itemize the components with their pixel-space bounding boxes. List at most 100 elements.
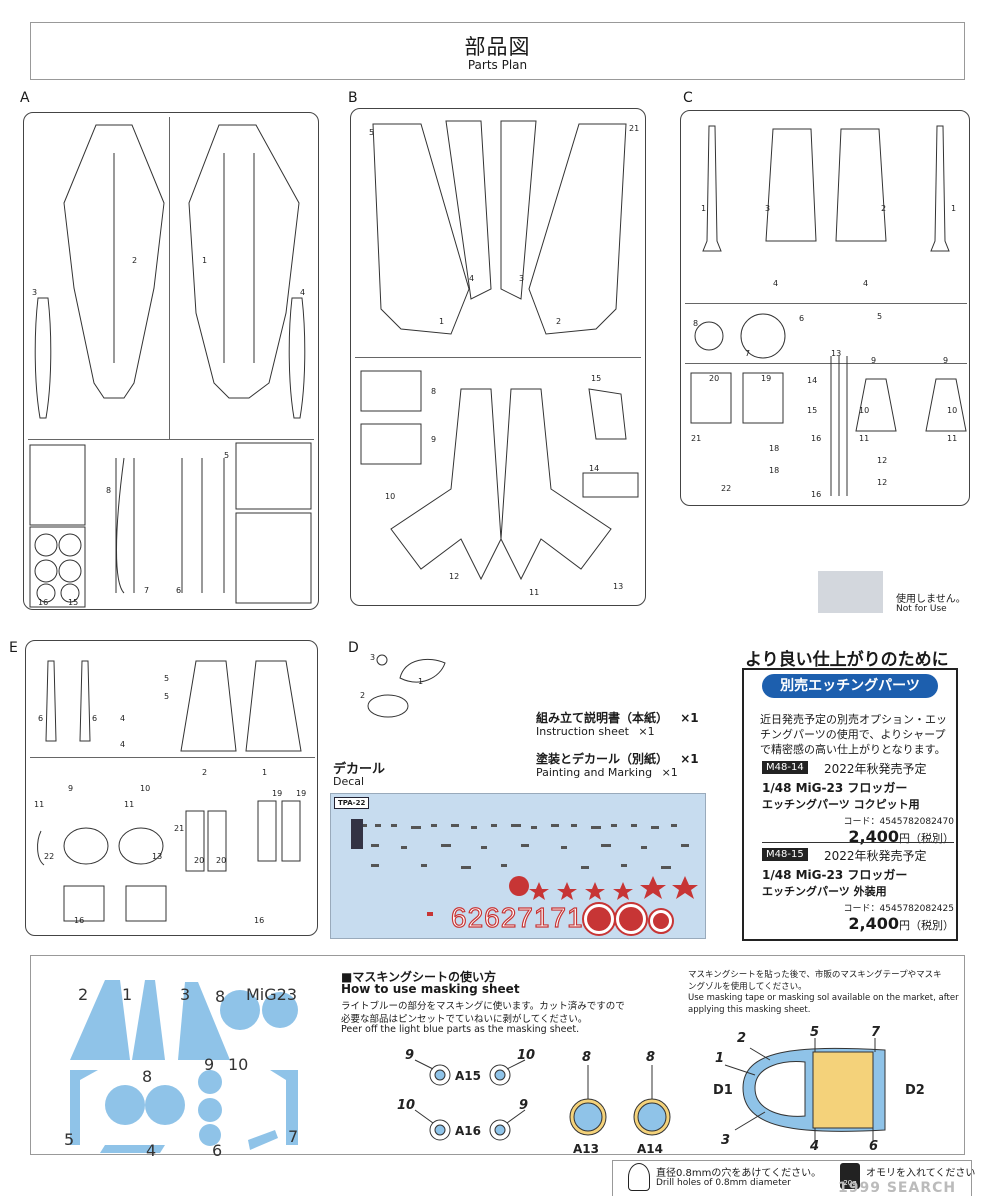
sheet-num-9: 9 xyxy=(204,1055,214,1074)
sheet-num-7: 7 xyxy=(288,1127,298,1146)
svg-text:10: 10 xyxy=(859,406,869,415)
product-2-jan: コード：4545782082425 xyxy=(843,904,954,914)
svg-text:1: 1 xyxy=(951,204,956,213)
svg-text:1: 1 xyxy=(439,317,444,326)
weight-text-jp: オモリを入れてください xyxy=(866,1168,976,1179)
product-1-name2: エッチングパーツ コクピット用 xyxy=(762,798,920,811)
svg-text:5: 5 xyxy=(877,312,882,321)
svg-text:12: 12 xyxy=(877,456,887,465)
decal-sheet: TPA-22 62627171 xyxy=(330,793,706,939)
svg-text:16: 16 xyxy=(811,490,821,499)
painting-label-en-text: Painting and Marking xyxy=(536,766,653,779)
painting-en-qty: ×1 xyxy=(661,766,678,779)
not-used-label-jp: 使用しません。 xyxy=(896,594,966,605)
sheet-num-3: 3 xyxy=(180,985,190,1004)
weight-tag: 20g xyxy=(843,1179,857,1187)
svg-text:1: 1 xyxy=(202,256,207,265)
svg-text:4: 4 xyxy=(120,714,125,723)
instructions-label-en-text: Instruction sheet xyxy=(536,725,629,738)
svg-text:13: 13 xyxy=(152,852,162,861)
instructions-en-qty: ×1 xyxy=(638,725,655,738)
product-1-price-value: 2,400 xyxy=(848,827,899,846)
svg-text:11: 11 xyxy=(34,800,44,809)
instructions-label-en: Instruction sheet ×1 xyxy=(536,725,655,738)
svg-text:15: 15 xyxy=(591,374,601,383)
svg-text:3: 3 xyxy=(765,204,770,213)
sheet-num-6: 6 xyxy=(212,1141,222,1160)
product-1-price-unit: 円（税別） xyxy=(899,832,954,845)
product-2-price: 2,400円（税別） xyxy=(762,914,954,933)
masking-note-en-2: applying this masking sheet. xyxy=(688,1005,811,1015)
sprue-a-row xyxy=(28,439,314,440)
etching-description: 近日発売予定の別売オプション・エッチングパーツの使用で、よりシャープで精密感の高… xyxy=(760,713,947,756)
decal-code: TPA-22 xyxy=(334,797,370,809)
svg-text:6: 6 xyxy=(38,714,43,723)
sprue-e: 6 6 5 5 4 4 2 1 9 10 11 11 22 13 16 16 2… xyxy=(25,640,318,936)
sprue-c-label: C xyxy=(683,90,693,106)
sheet-label: MiG23 xyxy=(246,985,297,1004)
svg-text:2: 2 xyxy=(202,768,207,777)
svg-text:20: 20 xyxy=(194,856,204,865)
sprue-b-label: B xyxy=(348,90,358,106)
svg-text:13: 13 xyxy=(613,582,623,591)
svg-text:8: 8 xyxy=(693,319,698,328)
svg-text:19: 19 xyxy=(761,374,771,383)
svg-text:3: 3 xyxy=(370,653,375,662)
masking-note-jp-1: マスキングシートを貼った後で、市販のマスキングテープやマスキ xyxy=(688,970,942,980)
sprue-b: 5 4 3 1 2 8 9 10 12 11 13 14 15 21 xyxy=(350,108,646,606)
masking-desc-en: Peer off the light blue parts as the mas… xyxy=(341,1024,580,1035)
svg-text:8: 8 xyxy=(106,486,111,495)
etching-headline: より良い仕上がりのために xyxy=(745,650,949,670)
svg-text:18: 18 xyxy=(769,466,779,475)
masking-note-jp-2: ングゾルを使用してください。 xyxy=(688,982,807,992)
canopy-label-5: 5 xyxy=(810,1025,819,1040)
svg-text:6: 6 xyxy=(799,314,804,323)
product-2-price-unit: 円（税別） xyxy=(899,919,954,932)
svg-text:11: 11 xyxy=(124,800,134,809)
wheel-label-10a: 10 xyxy=(517,1048,535,1063)
svg-text:5: 5 xyxy=(164,692,169,701)
svg-text:4: 4 xyxy=(469,274,474,283)
product-1-jan: コード：4545782082470 xyxy=(843,817,954,827)
masking-sheet: 2 1 3 8 MiG23 9 10 8 5 4 6 7 xyxy=(64,980,298,1160)
sprue-a: 2 1 3 4 8 7 6 5 16 15 xyxy=(23,112,319,610)
not-used-swatch xyxy=(818,571,883,613)
svg-text:22: 22 xyxy=(44,852,54,861)
sprue-e-row xyxy=(30,757,315,758)
page-subtitle: Parts Plan xyxy=(467,58,528,72)
svg-text:1: 1 xyxy=(418,677,423,686)
svg-text:11: 11 xyxy=(529,588,539,597)
svg-text:2: 2 xyxy=(556,317,561,326)
sheet-num-8b: 8 xyxy=(142,1067,152,1086)
svg-text:21: 21 xyxy=(629,124,639,133)
sheet-num-1: 1 xyxy=(122,985,132,1004)
sprue-b-row xyxy=(355,357,641,358)
sprue-c-row-2 xyxy=(685,363,967,364)
svg-text:15: 15 xyxy=(807,406,817,415)
svg-text:5: 5 xyxy=(164,674,169,683)
product-2-name2: エッチングパーツ 外装用 xyxy=(762,885,887,898)
canopy-label-3: 3 xyxy=(721,1133,730,1148)
svg-text:13: 13 xyxy=(831,349,841,358)
sprue-c: 1 3 2 1 4 4 8 7 6 5 20 19 14 15 13 9 9 1… xyxy=(680,110,970,506)
product-1-release: 2022年秋発売予定 xyxy=(824,762,927,776)
sprue-e-parts-drawing: 6 6 5 5 4 4 2 1 9 10 11 11 22 13 16 16 2… xyxy=(34,660,306,925)
canopy-label-d2: D2 xyxy=(905,1083,925,1098)
svg-text:4: 4 xyxy=(300,288,305,297)
svg-text:9: 9 xyxy=(943,356,948,365)
sprue-a-divider xyxy=(169,117,170,439)
sprue-c-row-1 xyxy=(685,303,967,304)
svg-text:16: 16 xyxy=(254,916,264,925)
sprue-d-parts-drawing: 3 2 1 xyxy=(360,653,446,718)
drill-text-en: Drill holes of 0.8mm diameter xyxy=(656,1178,791,1188)
svg-text:10: 10 xyxy=(385,492,395,501)
svg-text:16: 16 xyxy=(38,598,48,607)
product-1-name1: 1/48 MiG-23 フロッガー xyxy=(762,781,908,795)
sprue-a-parts-drawing: 2 1 3 4 8 7 6 5 16 15 xyxy=(29,124,312,608)
svg-text:1: 1 xyxy=(701,204,706,213)
wheel-label-9a: 9 xyxy=(405,1048,414,1063)
product-2-release: 2022年秋発売予定 xyxy=(824,849,927,863)
decal-marks xyxy=(351,819,698,936)
svg-text:20: 20 xyxy=(709,374,719,383)
not-used-label-en: Not for Use xyxy=(896,604,947,614)
